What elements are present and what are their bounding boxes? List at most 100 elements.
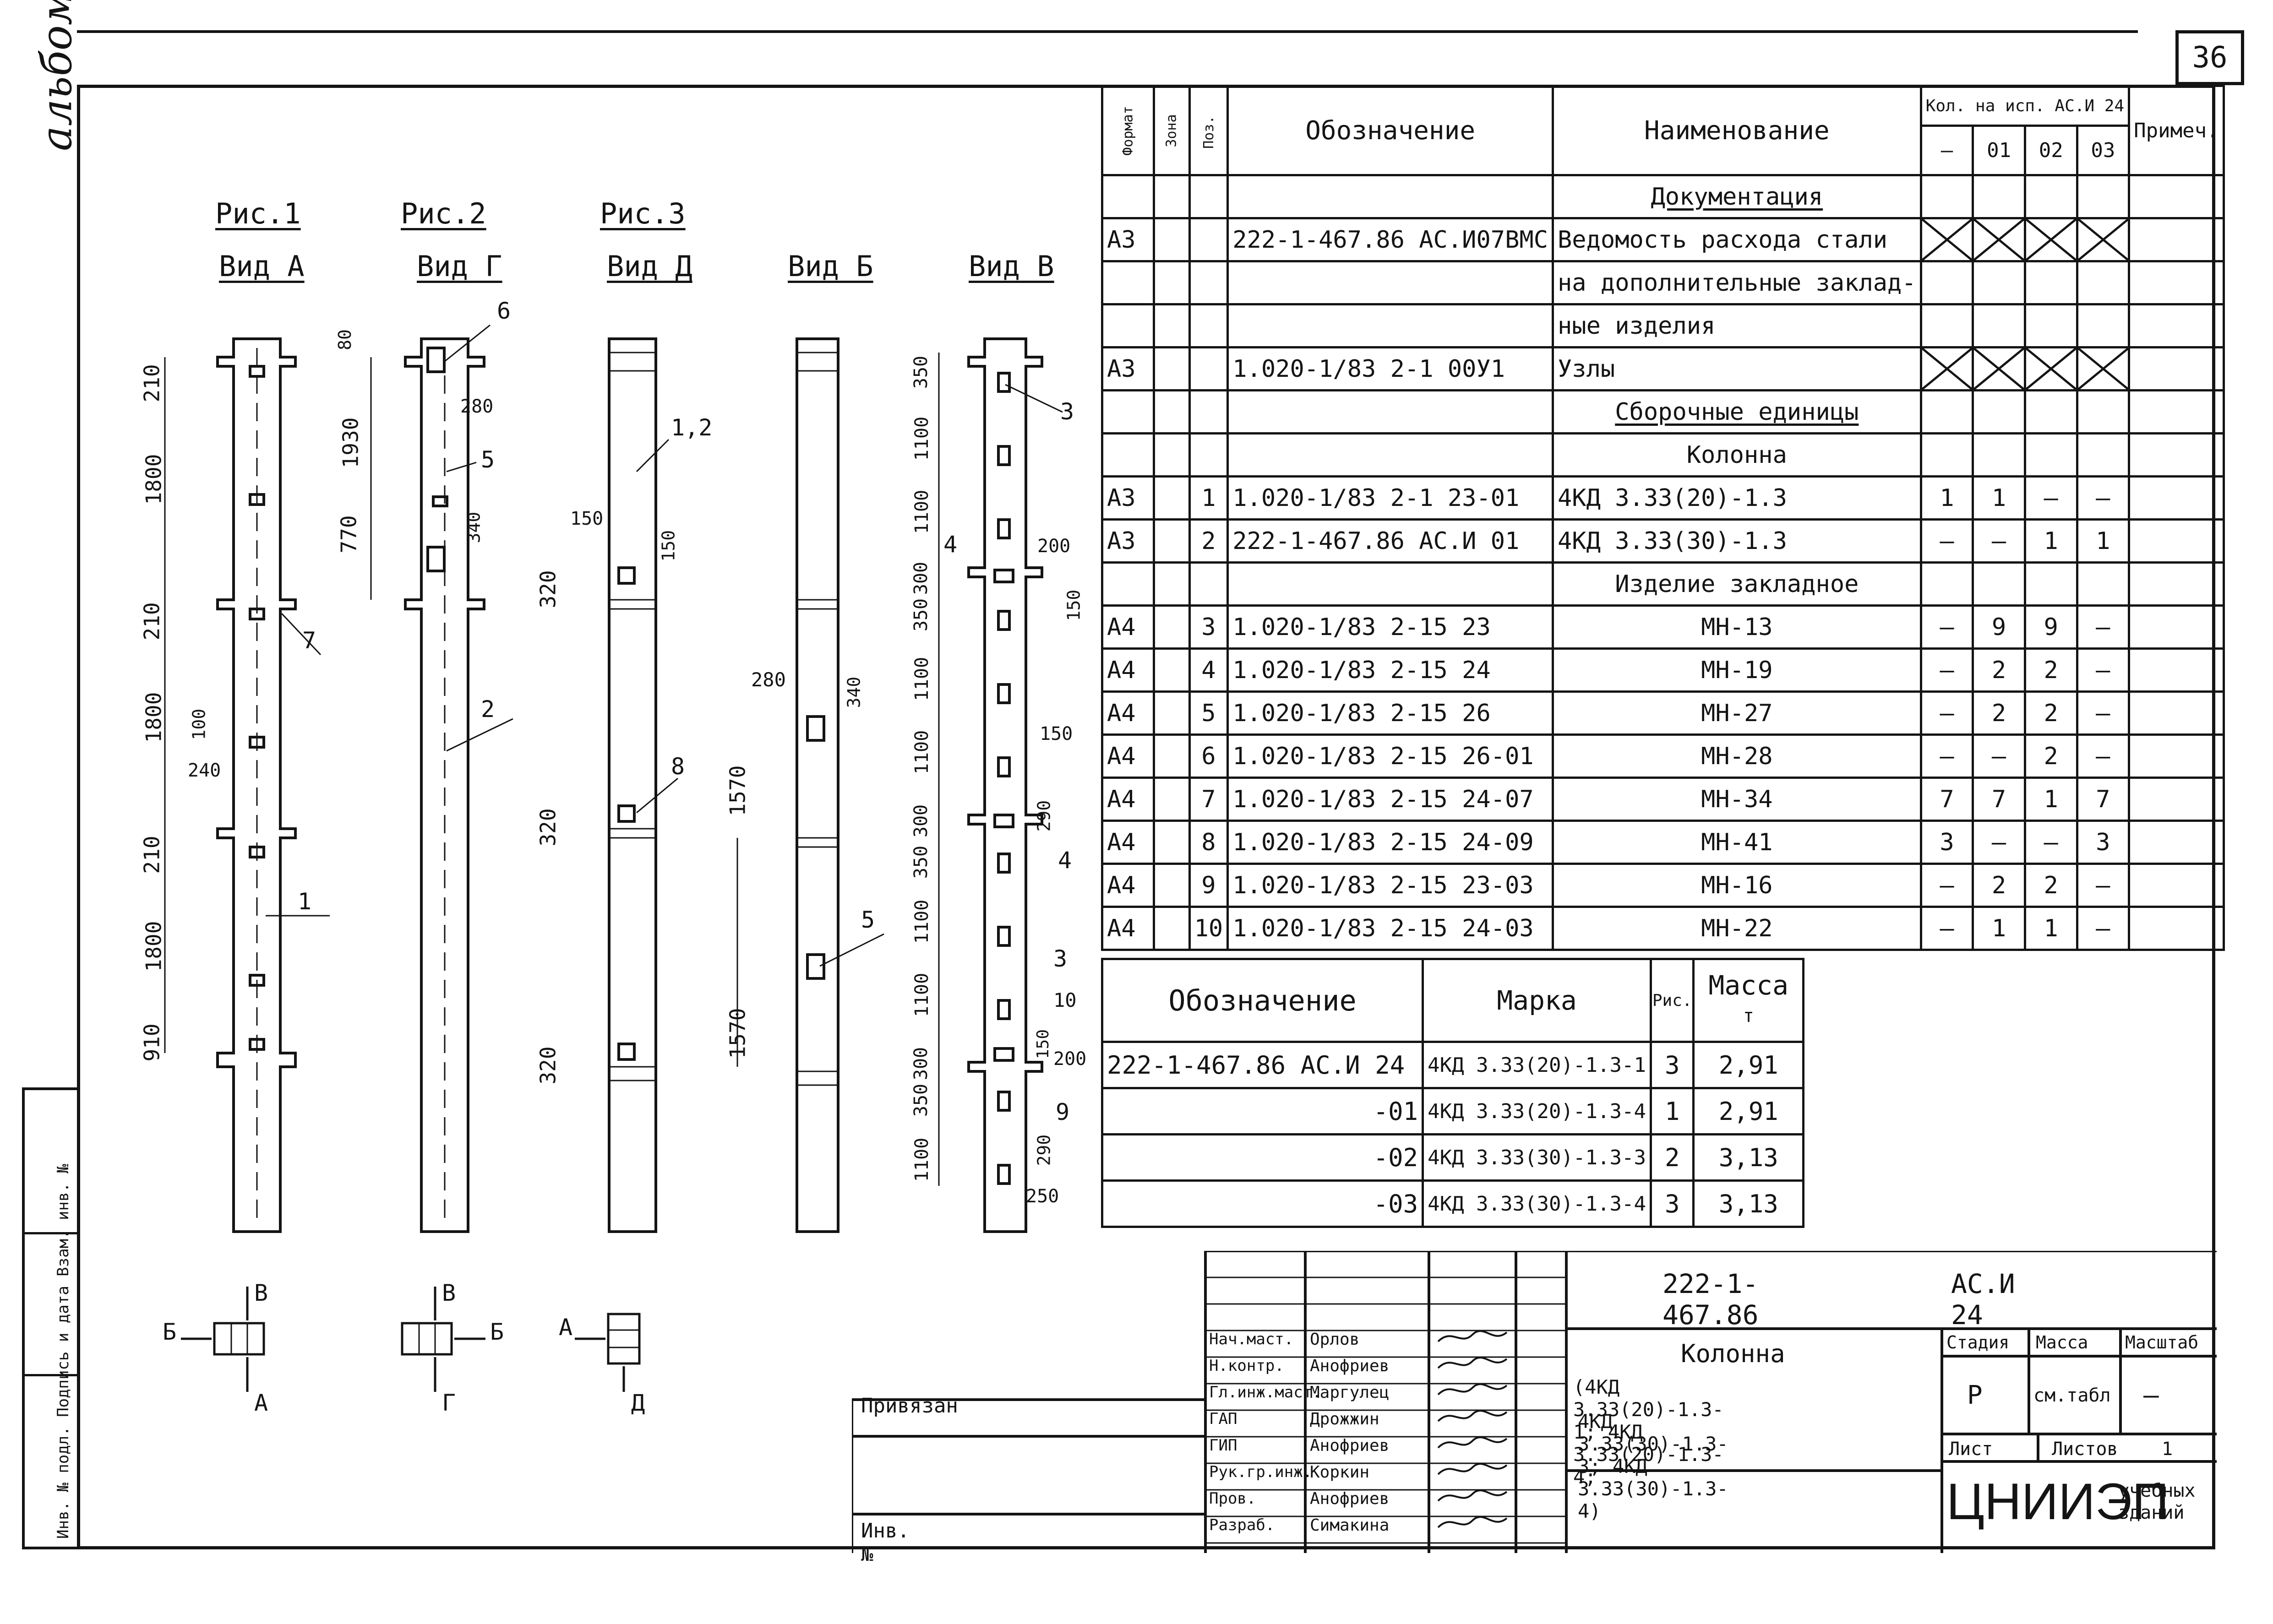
- section-letter: Д: [631, 1390, 645, 1416]
- staff-role: Нач.маст.: [1209, 1330, 1294, 1348]
- spec-designation: 1.020-1/83 2-15 23: [1226, 604, 1554, 650]
- spec-qty: [1972, 260, 2026, 305]
- spec-zone: [1153, 647, 1191, 693]
- dim: 1100: [911, 730, 933, 775]
- spec-name: МН-34: [1552, 777, 1922, 822]
- spec-qty: [2023, 260, 2078, 305]
- spec-designation: 1.020-1/83 2-15 23-03: [1226, 863, 1554, 908]
- spec-qty: —: [2076, 690, 2131, 736]
- spec-qty: —: [2076, 475, 2131, 521]
- spec-zone: [1153, 346, 1191, 391]
- dim: 350: [910, 845, 932, 879]
- spec-zone: [1153, 777, 1191, 822]
- spec-qty: [2023, 174, 2078, 219]
- mass-designation: -02: [1101, 1133, 1424, 1182]
- spec-pos: [1188, 389, 1229, 435]
- spec-pos: [1188, 174, 1229, 219]
- spec-format: [1101, 432, 1156, 478]
- spec-zone: [1153, 518, 1191, 564]
- dim: 300: [910, 561, 932, 595]
- section-letter: А: [254, 1390, 268, 1416]
- callout: 2: [481, 696, 495, 722]
- title-name: Колонна: [1681, 1339, 1785, 1368]
- mass-value: 3,13: [1692, 1133, 1804, 1182]
- spec-qty: 1: [2023, 518, 2078, 564]
- callout: 1,2: [671, 414, 713, 441]
- spec-note: [2128, 432, 2225, 478]
- scale-label: Масштаб: [2125, 1332, 2199, 1352]
- dim: 280: [751, 668, 786, 691]
- mass-table: Обозначение Марка Рис. Масса т 222-1-467…: [1101, 958, 1804, 1228]
- org-subtitle: учебных зданий: [2118, 1480, 2196, 1523]
- spec-qty-crossed: [2076, 217, 2131, 262]
- spec-pos: [1188, 346, 1229, 391]
- dim: 320: [535, 808, 561, 847]
- spec-note: [2128, 647, 2225, 693]
- cross-mark: [2079, 349, 2127, 388]
- spec-pos: 4: [1188, 647, 1229, 693]
- mass-header-mass-label: Масса: [1708, 969, 1789, 1001]
- spec-qty-crossed: [1972, 346, 2026, 391]
- header-qty-col: 03: [2076, 125, 2131, 176]
- dim: 200: [1053, 1048, 1087, 1070]
- spec-qty: —: [2076, 733, 2131, 779]
- specification-table: Формат Зона Поз. Обозначение Наименовани…: [1101, 84, 2225, 951]
- spec-note: [2128, 260, 2225, 305]
- view-label-g: Вид Г: [417, 250, 502, 283]
- dim: 340: [463, 511, 484, 543]
- staff-role: Разраб.: [1209, 1516, 1275, 1534]
- header-qty-col: 02: [2023, 125, 2078, 176]
- mass-header-fig: Рис.: [1649, 958, 1695, 1043]
- signature: [1434, 1405, 1511, 1428]
- staff-name: Анофриев: [1310, 1489, 1390, 1508]
- dim: 150: [1040, 723, 1073, 744]
- mass-value: см.табл: [2033, 1385, 2111, 1406]
- mass-mark: 4КД 3.33(20)-1.3-4: [1422, 1087, 1652, 1135]
- header-format: Формат: [1120, 105, 1136, 156]
- signature: [1434, 1379, 1511, 1401]
- view-label-b: Вид Б: [788, 250, 873, 283]
- sheet-label: Лист: [1949, 1439, 1993, 1460]
- dim: 340: [844, 676, 864, 708]
- spec-pos: 8: [1188, 820, 1229, 865]
- dim: 200: [1037, 536, 1071, 557]
- dim: 1100: [911, 657, 933, 701]
- stage-label: Стадия: [1946, 1332, 2010, 1352]
- spec-qty: [1972, 389, 2026, 435]
- staff-name: Анофриев: [1310, 1357, 1390, 1375]
- view-label-d: Вид Д: [607, 250, 692, 283]
- mass-header-unit: т: [1743, 1005, 1754, 1027]
- callout: 6: [497, 298, 511, 324]
- bound-label: Привязан: [861, 1394, 958, 1418]
- spec-designation: 222-1-467.86 АС.И07ВМС: [1226, 217, 1554, 262]
- spec-note: [2128, 777, 2225, 822]
- spec-format: А4: [1101, 820, 1156, 865]
- spec-designation: [1226, 174, 1554, 219]
- mass-header-mark: Марка: [1422, 958, 1652, 1043]
- spec-qty: —: [2023, 475, 2078, 521]
- staff-role: Н.контр.: [1209, 1357, 1284, 1375]
- spec-qty: [2023, 561, 2078, 607]
- dim: 150: [658, 530, 679, 562]
- spec-zone: [1153, 389, 1191, 435]
- dim: 210: [139, 602, 164, 641]
- sheet-number: 36: [2175, 30, 2244, 85]
- spec-note: [2128, 303, 2225, 348]
- org-logo: ЦНИИЭП: [1946, 1473, 2169, 1530]
- spec-header-row: Формат Зона Поз. Обозначение Наименовани…: [1101, 84, 2225, 176]
- spec-qty: —: [1919, 863, 1974, 908]
- dim: 250: [1026, 1186, 1059, 1207]
- view-label-v: Вид В: [969, 250, 1054, 283]
- spec-note: [2128, 561, 2225, 607]
- spec-note: [2128, 820, 2225, 865]
- staff-role: Пров.: [1209, 1489, 1256, 1508]
- spec-qty: —: [2023, 820, 2078, 865]
- spec-qty: 2: [1972, 863, 2026, 908]
- spec-format: [1101, 260, 1156, 305]
- section-letter: Б: [490, 1319, 504, 1345]
- callout: 4: [1058, 847, 1072, 874]
- spec-zone: [1153, 733, 1191, 779]
